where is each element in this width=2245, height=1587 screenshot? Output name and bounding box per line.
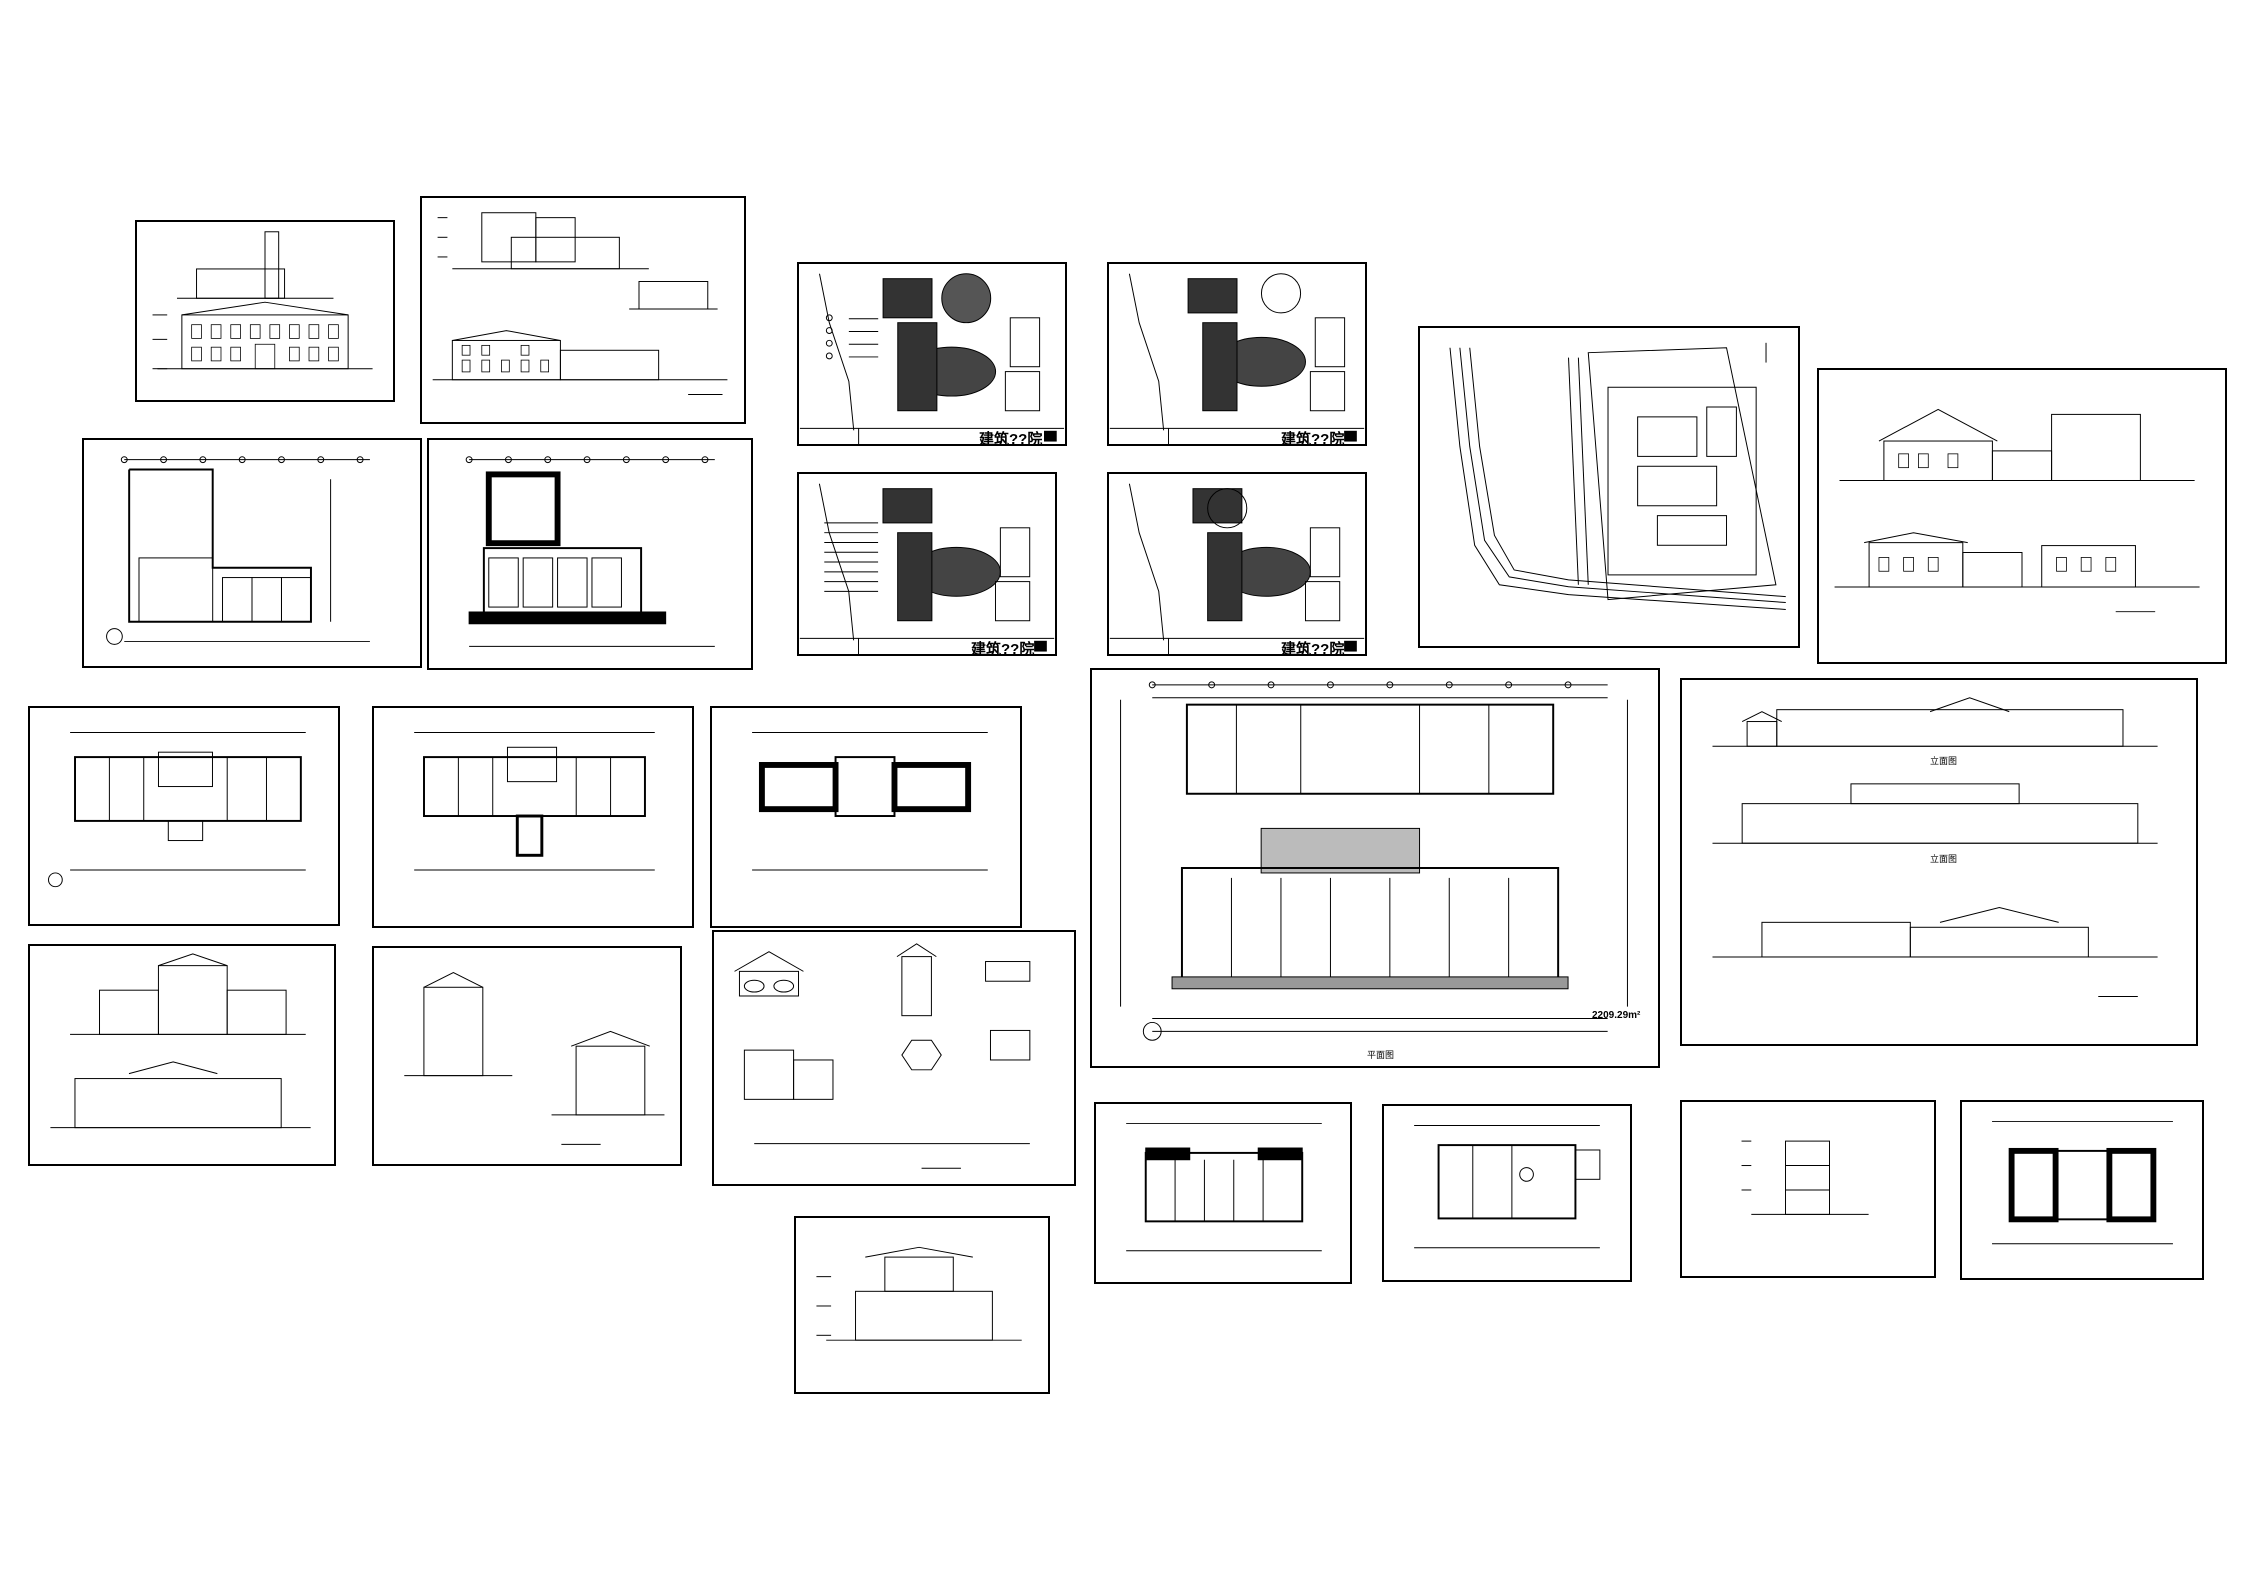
floor-plan-drawing	[414, 732, 655, 871]
floor-plan-sheet-b	[427, 438, 753, 670]
site-plan-drawing	[1109, 273, 1365, 444]
floor-plan-sheet-a	[82, 438, 422, 668]
main-plan-title: 平面图	[1367, 1050, 1395, 1060]
site-plan-drawing	[799, 273, 1065, 444]
floor-plan-sheet-bottom-3	[1960, 1100, 2204, 1280]
floor-plan-sheet-bottom-1	[1094, 1102, 1352, 1284]
site-plan-drawing	[799, 483, 1055, 654]
floor-plan-sheet-1	[28, 706, 340, 926]
building-section-drawing	[432, 212, 728, 395]
section-drawing	[404, 971, 665, 1145]
site-plan-sheet-3: 建筑??院	[797, 472, 1057, 656]
elevation-sheet-right: 立面图 立面图	[1680, 678, 2198, 1046]
master-site-plan-drawing	[1449, 342, 1786, 610]
floor-plan-sheet-3	[710, 706, 1022, 928]
elevation-sheet-bottom	[794, 1216, 1050, 1394]
title-block-brand: 建筑??院	[1281, 431, 1345, 446]
floor-plan-drawing	[1992, 1121, 2173, 1245]
elevation-drawing	[816, 1246, 1022, 1341]
section-drawing	[1834, 408, 2200, 613]
elevation-sheet-left	[28, 944, 336, 1166]
floor-plan-drawing	[752, 732, 988, 871]
elevation-drawing	[1712, 697, 2158, 998]
section-sheet-small	[420, 196, 746, 424]
title-block-brand: 建筑??院	[971, 641, 1035, 656]
detail-drawing	[734, 943, 1031, 1169]
title-block-brand: 建筑??院	[1281, 641, 1345, 656]
elevation-1-title: 立面图	[1930, 756, 1958, 766]
site-plan-sheet-4: 建筑??院	[1107, 472, 1367, 656]
building-elevation-drawing	[152, 231, 373, 370]
main-floor-plan-sheet: 2209.29m² 平面图	[1090, 668, 1660, 1068]
floor-plan-drawing	[1126, 1123, 1322, 1252]
section-sheet-mid	[372, 946, 682, 1166]
floor-plan-drawing	[1414, 1125, 1601, 1249]
title-block-brand: 建筑??院	[979, 431, 1043, 446]
detail-sheet	[712, 930, 1076, 1186]
section-sheet-right	[1817, 368, 2227, 664]
floor-plan-sheet-bottom-2	[1382, 1104, 1632, 1282]
section-drawing	[1741, 1140, 1869, 1215]
site-plan-sheet-2: 建筑??院	[1107, 262, 1367, 446]
floor-plan-drawing	[48, 732, 306, 888]
floor-plan-drawing	[106, 456, 370, 645]
site-plan-drawing	[1109, 483, 1365, 654]
elevation-2-title: 立面图	[1930, 854, 1958, 864]
floor-plan-drawing	[465, 456, 715, 647]
floor-plan-sheet-2	[372, 706, 694, 928]
elevation-sheet-small	[135, 220, 395, 402]
main-floor-plan-drawing	[1120, 681, 1628, 1041]
section-sheet-bottom	[1680, 1100, 1936, 1278]
master-site-plan-sheet	[1418, 326, 1800, 648]
floor-area-label: 2209.29m²	[1592, 1010, 1641, 1021]
site-plan-sheet-1: 建筑??院	[797, 262, 1067, 446]
elevation-drawing	[50, 953, 311, 1129]
